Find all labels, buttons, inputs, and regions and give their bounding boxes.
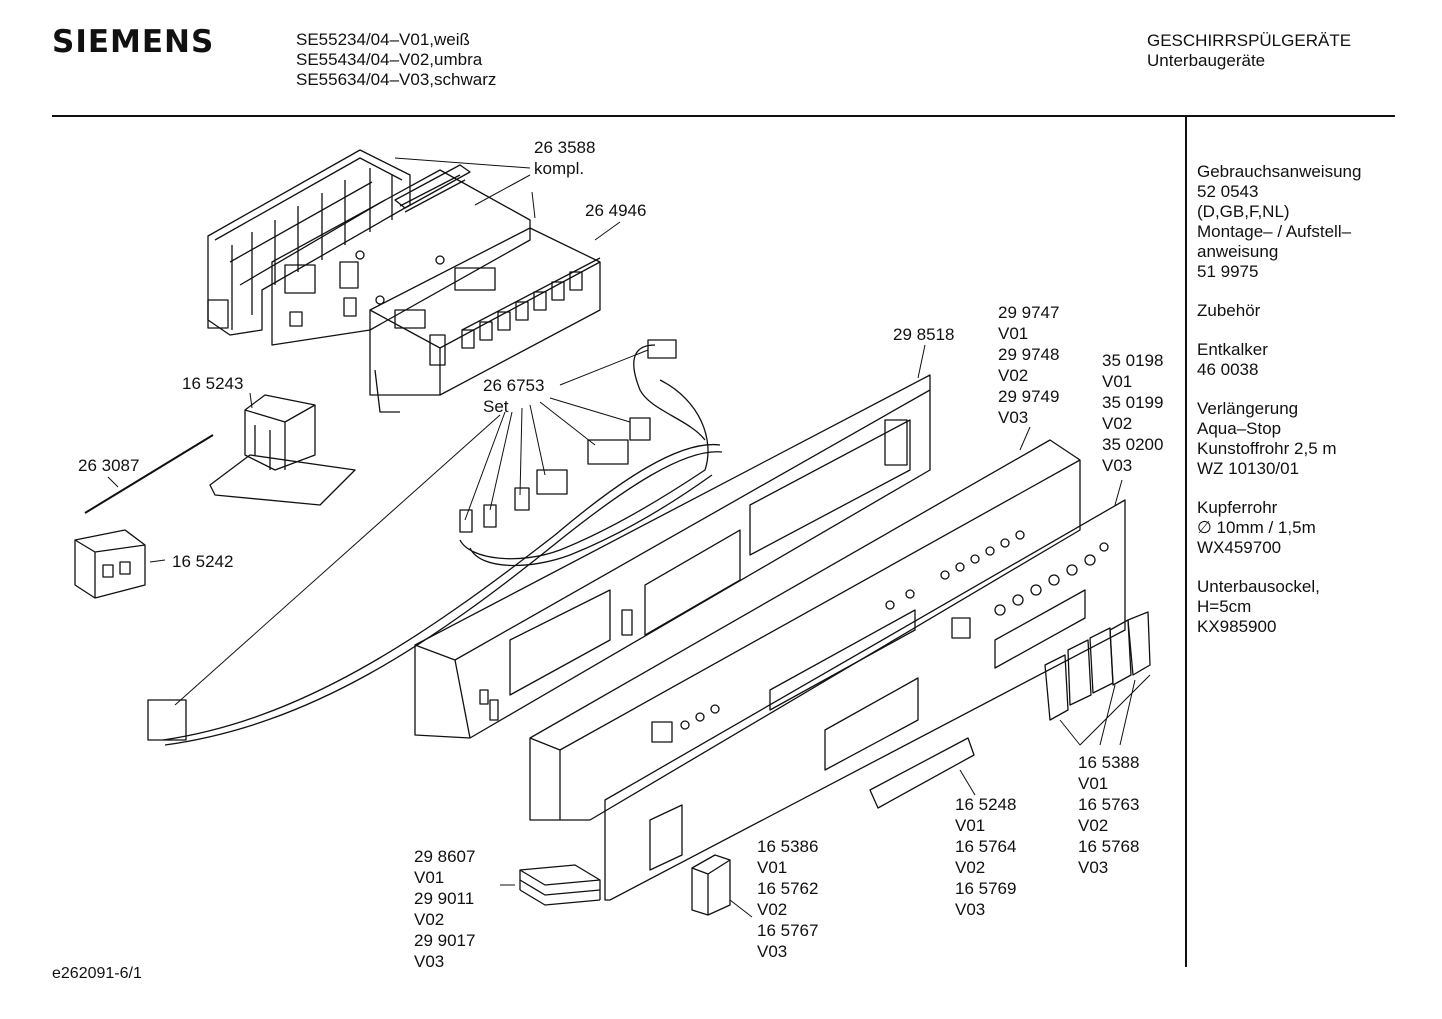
header-rule <box>52 115 1395 117</box>
note-copper-pipe: Kupferrohr ∅ 10mm / 1,5m WX459700 <box>1197 498 1316 557</box>
sidebar-notes: Gebrauchsanweisung 52 0543 (D,GB,F,NL) M… <box>1197 162 1392 656</box>
fascia-panel <box>604 499 1126 901</box>
label-16538x: 16 5388 V01 16 5763 V02 16 5768 V03 <box>1078 753 1140 877</box>
exploded-view-drawing <box>74 149 1151 918</box>
sidebar-rule <box>1185 117 1187 967</box>
micro-switch <box>74 529 146 599</box>
model-v01: SE55234/04–V01,weiß <box>296 30 470 49</box>
note-plinth: Unterbausockel, H=5cm KX985900 <box>1197 577 1320 636</box>
note-manual: Gebrauchsanweisung 52 0543 (D,GB,F,NL) M… <box>1197 162 1362 281</box>
model-list: SE55234/04–V01,weiß SE55434/04–V02,umbra… <box>296 30 496 90</box>
label-2997xx: 29 9747 V01 29 9748 V02 29 9749 V03 <box>998 303 1060 427</box>
pin <box>84 434 214 514</box>
push-buttons <box>1044 611 1151 721</box>
note-extension: Verlängerung Aqua–Stop Kunstoffrohr 2,5 … <box>1197 399 1337 478</box>
light-strip <box>869 737 975 809</box>
control-unit <box>369 227 601 413</box>
cable-harness <box>147 339 723 746</box>
note-descaler: Entkalker 46 0038 <box>1197 340 1268 379</box>
note-accessories: Zubehör <box>1197 301 1261 320</box>
label-266753: 26 6753 Set <box>483 376 545 416</box>
label-3501xx: 35 0198 V01 35 0199 V02 35 0200 V03 <box>1102 351 1164 475</box>
category-title: GESCHIRRSPÜLGERÄTE <box>1147 31 1352 50</box>
siemens-logo: SIEMENS <box>52 24 215 60</box>
front-panel <box>529 439 1081 821</box>
key-cap <box>691 854 731 916</box>
label-165242: 16 5242 <box>172 552 234 571</box>
label-263588: 26 3588 kompl. <box>534 138 596 178</box>
category-subtitle: Unterbaugeräte <box>1147 51 1266 70</box>
leader-lines <box>107 157 1151 918</box>
label-165386: 16 5386 V01 16 5762 V02 16 5767 V03 <box>757 837 819 961</box>
panel-frame <box>414 374 931 739</box>
module-frame <box>207 149 411 336</box>
model-v03: SE55634/04–V03,schwarz <box>296 70 497 89</box>
label-165243: 16 5243 <box>182 374 244 393</box>
label-165248: 16 5248 V01 16 5764 V02 16 5769 V03 <box>955 795 1017 919</box>
door-switch <box>209 394 356 506</box>
circuit-board <box>271 164 531 346</box>
spacer-stack <box>519 864 601 906</box>
label-264946: 26 4946 <box>585 201 647 220</box>
category-heading: GESCHIRRSPÜLGERÄTE Unterbaugeräte <box>1147 31 1351 71</box>
drawing-number: e262091-6/1 <box>52 965 142 982</box>
label-263087: 26 3087 <box>78 456 140 475</box>
model-v02: SE55434/04–V02,umbra <box>296 50 483 69</box>
label-2986xx: 29 8607 V01 29 9011 V02 29 9017 V03 <box>414 847 476 971</box>
label-298518: 29 8518 <box>893 325 955 344</box>
